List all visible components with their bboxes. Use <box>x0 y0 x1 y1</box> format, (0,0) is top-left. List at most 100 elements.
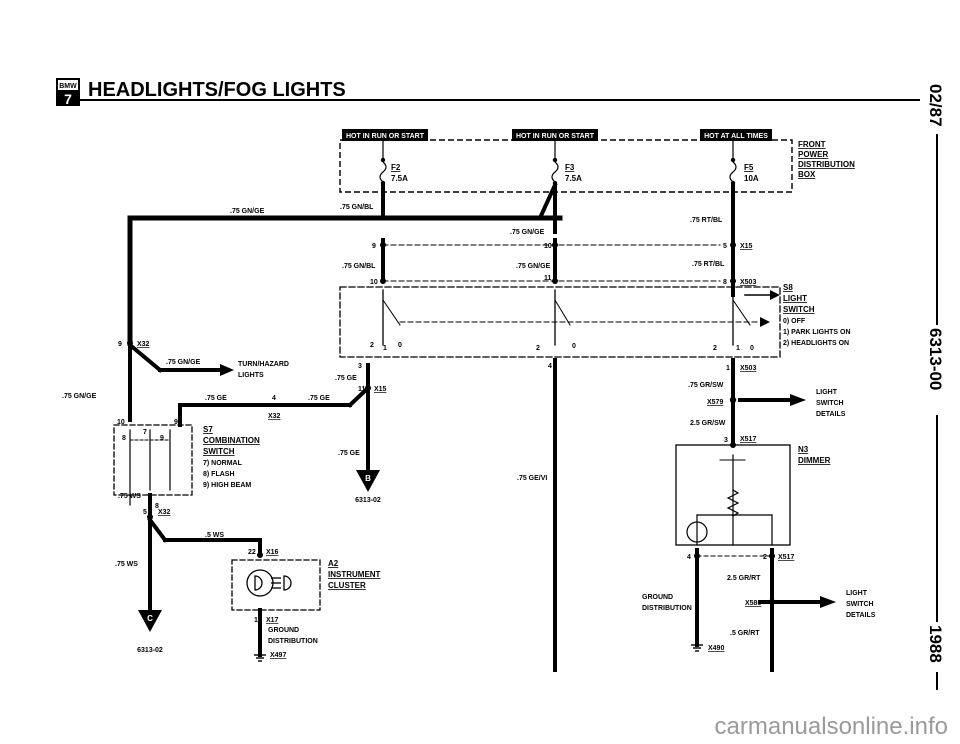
offpage-c: C 6313-02 <box>137 610 163 654</box>
ground2-line1: GROUND <box>642 594 673 601</box>
side-date: 02/87 <box>926 84 945 127</box>
pin-1-x17: 1 <box>254 617 258 624</box>
wire-ge-1: .75 GE <box>335 375 357 382</box>
s8-name-1: LIGHT <box>783 294 807 303</box>
wire-grrt-2: .5 GR/RT <box>730 630 760 637</box>
s8-pos-head: 2) HEADLIGHTS ON <box>783 340 849 347</box>
badge-bottom-text: 7 <box>64 91 72 107</box>
headlight-indicator-icon <box>246 569 292 597</box>
ground-symbols <box>254 644 703 662</box>
s8-pos-2-b: 2 <box>536 345 540 352</box>
fuse-f5-id: F5 <box>744 163 754 172</box>
s7-pin-8: 8 <box>122 435 126 442</box>
pin-10-x15: 10 <box>544 243 552 250</box>
wire-ws-1: .75 WS <box>118 493 141 500</box>
power-box-name-1: FRONT <box>798 140 826 149</box>
offpage-c-label: C <box>147 614 153 623</box>
conn-x32-bottom: X32 <box>158 509 171 516</box>
conn-x17: X17 <box>266 617 279 624</box>
ground2-line2: DISTRIBUTION <box>642 605 692 612</box>
tag-hot-run-start-1: HOT IN RUN OR START <box>346 133 425 140</box>
fuse-f3-id: F3 <box>565 163 575 172</box>
power-box-name-3: DISTRIBUTION <box>798 160 855 169</box>
wire-gnge-mid: .75 GN/GE <box>510 229 545 236</box>
power-box-name-4: BOX <box>798 170 816 179</box>
arrow-light-switch-1 <box>790 394 806 406</box>
badge-top-text: BMW <box>59 83 77 90</box>
tag-hot-all-times: HOT AT ALL TIMES <box>704 133 768 140</box>
ground1-line1: GROUND <box>268 627 299 634</box>
junction-dots <box>127 242 776 606</box>
conn-x16: X16 <box>266 549 279 556</box>
wire-rtbl-2: .75 RT/BL <box>692 261 725 268</box>
offpage-b-label: B <box>365 474 371 483</box>
power-box-name-2: POWER <box>798 150 828 159</box>
s8-pos-0-a: 0 <box>398 342 402 349</box>
s8-pos-1-a: 1 <box>383 345 387 352</box>
details1-line3: DETAILS <box>816 411 846 418</box>
s8-pos-0-b: 0 <box>572 343 576 350</box>
pin-8-x503: 8 <box>723 279 727 286</box>
ground1-line2: DISTRIBUTION <box>268 638 318 645</box>
pin-11-x503: 11 <box>544 275 552 282</box>
wire-gnbl-top: .75 GN/BL <box>340 204 374 211</box>
wire-grsw-2: 2.5 GR/SW <box>690 420 726 427</box>
wire-gnge-top: .75 GN/GE <box>230 208 265 215</box>
wire-grrt-1: 2.5 GR/RT <box>727 575 761 582</box>
wire-gevi: .75 GE/VI <box>517 475 547 482</box>
conn-x497: X497 <box>270 652 286 659</box>
wire-gnge-turn: .75 GN/GE <box>166 359 201 366</box>
s8-pos-off: 0) OFF <box>783 318 806 325</box>
arrow-turn-hazard <box>220 364 234 376</box>
offpage-b-ref: 6313-02 <box>355 497 381 504</box>
cluster-id: A2 <box>328 559 339 568</box>
wire-ge-4: .75 GE <box>338 450 360 457</box>
fuse-f2-id: F2 <box>391 163 401 172</box>
s8-pos-2-c: 2 <box>713 345 717 352</box>
conn-x490: X490 <box>708 645 724 652</box>
fuse-f2-rating: 7.5A <box>391 174 408 183</box>
pin-4: 4 <box>548 363 552 370</box>
s7-pos-high: 9) HIGH BEAM <box>203 482 251 489</box>
turn-hazard-line1: TURN/HAZARD <box>238 361 289 368</box>
wire-ge-3: .75 GE <box>308 395 330 402</box>
details1-line1: LIGHT <box>816 389 838 396</box>
arrow-light-switch-2 <box>820 596 836 608</box>
s8-pos-2-a: 2 <box>370 342 374 349</box>
offpage-b: B 6313-02 <box>355 470 381 504</box>
fuse-f3-rating: 7.5A <box>565 174 582 183</box>
conn-x15-bottom: X15 <box>374 386 387 393</box>
pin-2-x517: 2 <box>763 554 767 561</box>
pin-3-x517: 3 <box>724 437 728 444</box>
pin-9-s7: 9 <box>174 419 178 426</box>
details2-line3: DETAILS <box>846 612 876 619</box>
details2-line2: SWITCH <box>846 601 874 608</box>
pin-4-x517: 4 <box>687 554 691 561</box>
offpage-c-ref: 6313-02 <box>137 647 163 654</box>
details2-line1: LIGHT <box>846 590 868 597</box>
side-code: 6313-00 <box>926 328 945 390</box>
conn-x517-bottom: X517 <box>778 554 794 561</box>
wire-gnbl-2: .75 GN/BL <box>342 263 376 270</box>
s8-pos-park: 1) PARK LIGHTS ON <box>783 329 851 336</box>
conn-x503-bottom: X503 <box>740 365 756 372</box>
watermark: carmanualsonline.info <box>715 713 948 740</box>
pin-9-x15: 9 <box>372 243 376 250</box>
power-distribution-box: HOT IN RUN OR START HOT IN RUN OR START … <box>339 129 855 193</box>
fuse-f5-rating: 10A <box>744 174 759 183</box>
wire-network <box>113 182 822 672</box>
s8-pos-1-c: 1 <box>736 345 740 352</box>
s7-id: S7 <box>203 425 213 434</box>
conn-x503-top: X503 <box>740 279 756 286</box>
wire-grsw-1: .75 GR/SW <box>688 382 724 389</box>
s7-pin-7: 7 <box>143 429 147 436</box>
s7-pos-flash: 8) FLASH <box>203 471 235 478</box>
conn-x15: X15 <box>740 243 753 250</box>
dimmer-id: N3 <box>798 445 809 454</box>
pin-9-x32: 9 <box>118 341 122 348</box>
side-year: 1988 <box>926 625 945 663</box>
pin-10-s7: 10 <box>117 419 125 426</box>
conn-x517-top: X517 <box>740 436 756 443</box>
pin-4-x32: 4 <box>272 395 276 402</box>
